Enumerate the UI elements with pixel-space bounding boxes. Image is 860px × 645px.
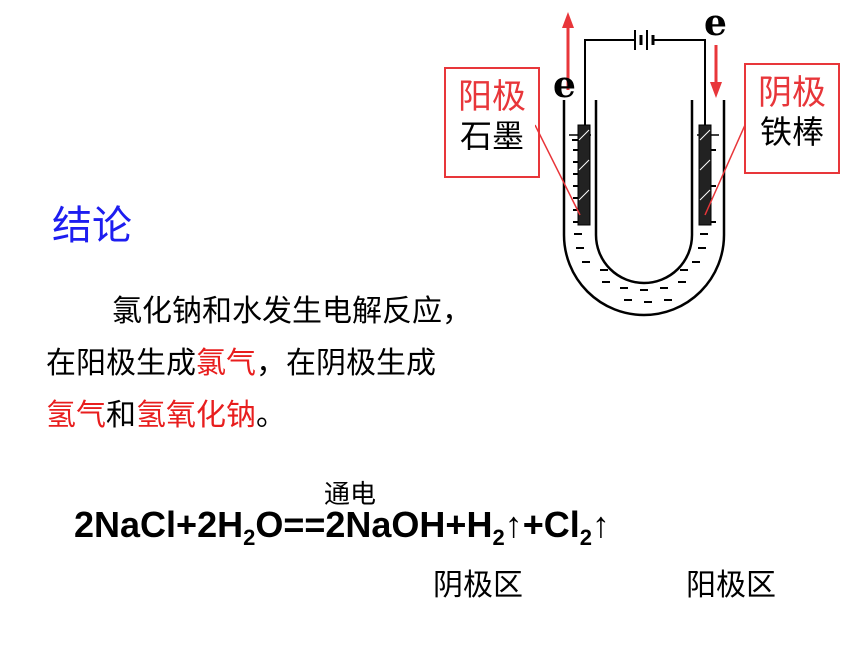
electron-label-left: e [553, 64, 576, 106]
circuit-wire [584, 39, 706, 125]
anode-label-box: 阳极 石墨 [444, 67, 540, 178]
anode-title: 阳极 [458, 77, 526, 117]
anode-material: 石墨 [459, 117, 524, 155]
cathode-electrode [698, 124, 712, 226]
conclusion-line-3: 氢气和氢氧化钠。 [46, 398, 286, 433]
cathode-label-box: 阴极 铁棒 [744, 63, 840, 174]
cathode-callout-line [704, 124, 746, 216]
electron-label-right: e [704, 2, 727, 44]
sodium-hydroxide-highlight: 氢氧化钠 [136, 398, 256, 433]
anode-callout-line [535, 124, 581, 216]
hydrogen-highlight: 氢气 [46, 398, 106, 433]
battery-icon [630, 30, 655, 50]
u-tube-outer [562, 100, 726, 317]
cathode-title: 阴极 [758, 73, 826, 113]
electron-arrow-up [562, 12, 574, 90]
electron-arrow-down [710, 45, 722, 98]
conclusion-paragraph: 氯化钠和水发生电解反应， 在阳极生成氯气，在阴极生成 氢气和氢氧化钠。 [46, 286, 566, 442]
reaction-condition: 通电 [324, 480, 377, 510]
u-tube-inner [594, 100, 694, 285]
anode-electrode [577, 124, 591, 226]
chlorine-highlight: 氯气 [196, 346, 256, 381]
cathode-material: 铁棒 [759, 113, 824, 151]
conclusion-line-2: 在阳极生成氯气，在阴极生成 [46, 346, 436, 381]
electrolysis-diagram [562, 12, 726, 317]
chemical-equation: 2NaCl+2H2O==2NaOH+H2↑+Cl2↑ [74, 504, 610, 550]
anode-region-label: 阳极区 [686, 568, 776, 603]
conclusion-heading: 结论 [52, 203, 132, 249]
conclusion-line-1: 氯化钠和水发生电解反应， [112, 294, 472, 329]
cathode-region-label: 阴极区 [433, 568, 523, 603]
